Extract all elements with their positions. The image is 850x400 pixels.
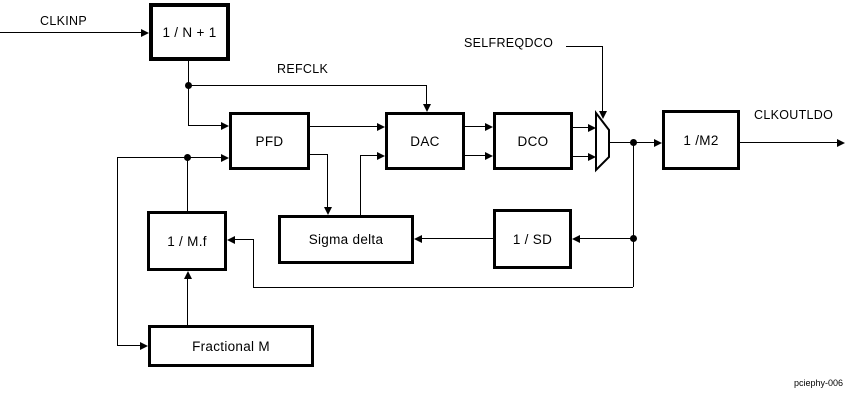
block-pfd-label: PFD — [255, 133, 284, 149]
wire-selfreqdco — [566, 46, 602, 47]
arrowhead-clkoutldo — [837, 139, 845, 147]
junction-dot-refclk — [185, 82, 192, 89]
wire-junction-to-pfd — [188, 85, 189, 125]
block-pfd: PFD — [229, 112, 310, 170]
junction-dot-sd-tap — [630, 235, 637, 242]
block-divider-m2: 1 /M2 — [662, 110, 740, 170]
wire-mf-up — [187, 157, 188, 211]
signal-selfreqdco-label: SELFREQDCO — [464, 36, 554, 50]
wire-refclk-down-dac — [426, 85, 427, 105]
arrowhead-dac-in-top — [377, 123, 385, 131]
arrowhead-mux-in-bot — [588, 153, 596, 161]
arrowhead-dac-in-bot — [377, 152, 385, 160]
arrowhead-dco-in-bot — [485, 152, 493, 160]
wire-sd-to-sigma — [422, 238, 493, 239]
block-dac: DAC — [385, 112, 465, 170]
block-divider-mf-label: 1 / M.f — [167, 233, 207, 249]
wire-fb-to-sd — [580, 238, 633, 239]
wire-mf-to-pfd — [117, 157, 221, 158]
arrowhead-mf-in-r — [227, 236, 235, 244]
wire-clkoutldo — [740, 142, 837, 143]
wire-pfd-to-dac — [310, 126, 377, 127]
arrowhead-sigma-in-r — [414, 235, 422, 243]
block-sigma-delta-label: Sigma delta — [308, 232, 384, 247]
wire-refclk — [188, 85, 426, 86]
arrowhead-dac-in-clk — [423, 104, 431, 112]
arrowhead-sd-in — [572, 235, 580, 243]
wire-fracm-up-mf — [187, 279, 188, 325]
block-fractional-m-label: Fractional M — [192, 338, 270, 354]
arrowhead-clkinp — [141, 29, 149, 37]
block-dco-label: DCO — [517, 133, 549, 149]
wire-dco-to-mux-2 — [573, 156, 588, 157]
wire-pfd-to-sigma — [310, 154, 327, 155]
wire-feedback-up — [253, 239, 254, 287]
block-divider-sd: 1 / SD — [493, 209, 572, 269]
block-divider-sd-label: 1 / SD — [512, 231, 553, 247]
wire-dco-to-mux-1 — [573, 127, 588, 128]
wire-to-fractional-m — [117, 345, 140, 346]
block-dco: DCO — [493, 112, 573, 170]
wire-dac-to-dco-2 — [465, 155, 485, 156]
wire-dac-to-dco-1 — [465, 126, 485, 127]
arrowhead-mux-select — [599, 111, 607, 119]
wire-output-feedback — [633, 142, 634, 287]
junction-dot-mf-out — [184, 154, 191, 161]
block-fractional-m: Fractional M — [148, 325, 314, 367]
arrowhead-fracm-in — [140, 342, 148, 350]
arrowhead-dco-in-top — [485, 123, 493, 131]
wire-clkinp — [0, 32, 141, 33]
wire-divn-down — [188, 60, 189, 85]
wire-pfd-down-sigma — [327, 154, 328, 208]
wire-sigma-up-dac — [360, 155, 361, 215]
wire-refclk-to-pfd — [188, 125, 221, 126]
figure-id-label: pciephy-006 — [794, 378, 844, 388]
wire-left-down — [117, 157, 118, 345]
junction-dot-mux-out — [630, 139, 637, 146]
block-sigma-delta: Sigma delta — [278, 215, 414, 264]
arrowhead-m2-in — [654, 139, 662, 147]
block-divider-n: 1 / N + 1 — [149, 3, 230, 61]
arrowhead-mux-in-top — [588, 124, 596, 132]
signal-clkinp-label: CLKINP — [40, 14, 87, 28]
wire-fb-to-mf — [235, 239, 253, 240]
arrowhead-sigma-in-top — [324, 207, 332, 215]
wire-feedback-bottom — [253, 287, 633, 288]
arrowhead-mf-in-bot — [184, 271, 192, 279]
wire-sigma-to-dac — [360, 155, 377, 156]
signal-clkoutldo-label: CLKOUTLDO — [754, 108, 834, 122]
block-dac-label: DAC — [410, 133, 440, 149]
block-divider-m2-label: 1 /M2 — [683, 132, 719, 148]
wire-selfreqdco-down — [602, 46, 603, 111]
block-divider-n-label: 1 / N + 1 — [162, 24, 217, 40]
block-divider-mf: 1 / M.f — [147, 211, 227, 271]
arrowhead-pfd-in-bot — [221, 154, 229, 162]
signal-refclk-label: REFCLK — [277, 62, 329, 76]
arrowhead-pfd-in-top — [221, 122, 229, 130]
